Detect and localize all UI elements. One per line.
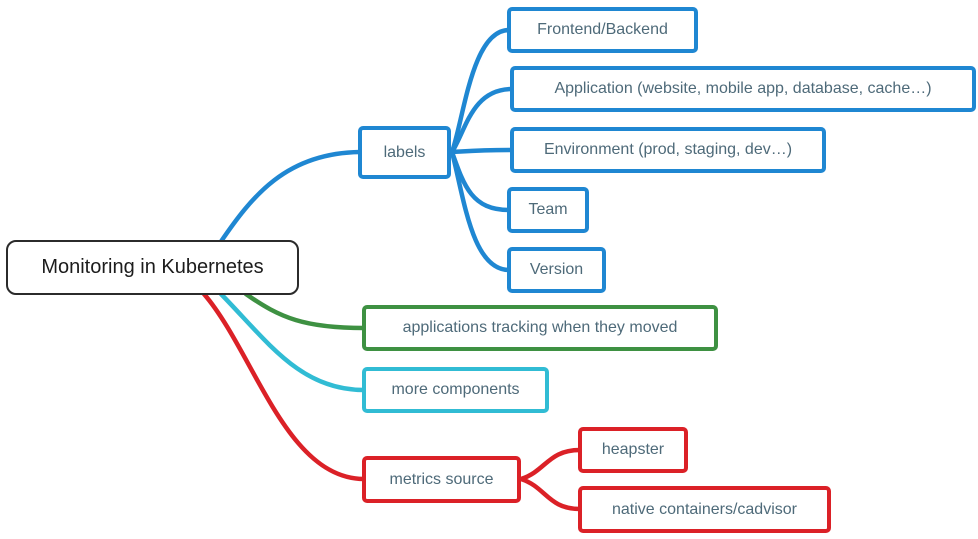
connector-root-more: [218, 291, 367, 393]
node-labels[interactable]: labels: [358, 126, 451, 179]
connector-root-labels: [217, 149, 363, 246]
node-metrics-source[interactable]: metrics source: [362, 456, 521, 503]
node-root[interactable]: Monitoring in Kubernetes: [6, 240, 299, 295]
connector-labels-version: [449, 149, 512, 273]
node-heapster[interactable]: heapster: [578, 427, 688, 473]
connector-metrics-heapster: [518, 447, 583, 482]
node-team[interactable]: Team: [507, 187, 589, 233]
connector-root-metrics: [201, 291, 367, 482]
node-version[interactable]: Version: [507, 247, 606, 293]
node-environment[interactable]: Environment (prod, staging, dev…): [510, 127, 826, 173]
node-more-components[interactable]: more components: [362, 367, 549, 413]
connector-labels-frontend: [449, 27, 512, 155]
connector-labels-environment: [449, 147, 515, 155]
node-application[interactable]: Application (website, mobile app, databa…: [510, 66, 976, 112]
connector-metrics-native: [518, 476, 583, 512]
node-native-containers-cadvisor[interactable]: native containers/cadvisor: [578, 486, 831, 533]
node-frontend-backend[interactable]: Frontend/Backend: [507, 7, 698, 53]
connector-labels-application: [449, 86, 515, 155]
node-applications-tracking[interactable]: applications tracking when they moved: [362, 305, 718, 351]
connector-root-tracking: [243, 291, 367, 331]
